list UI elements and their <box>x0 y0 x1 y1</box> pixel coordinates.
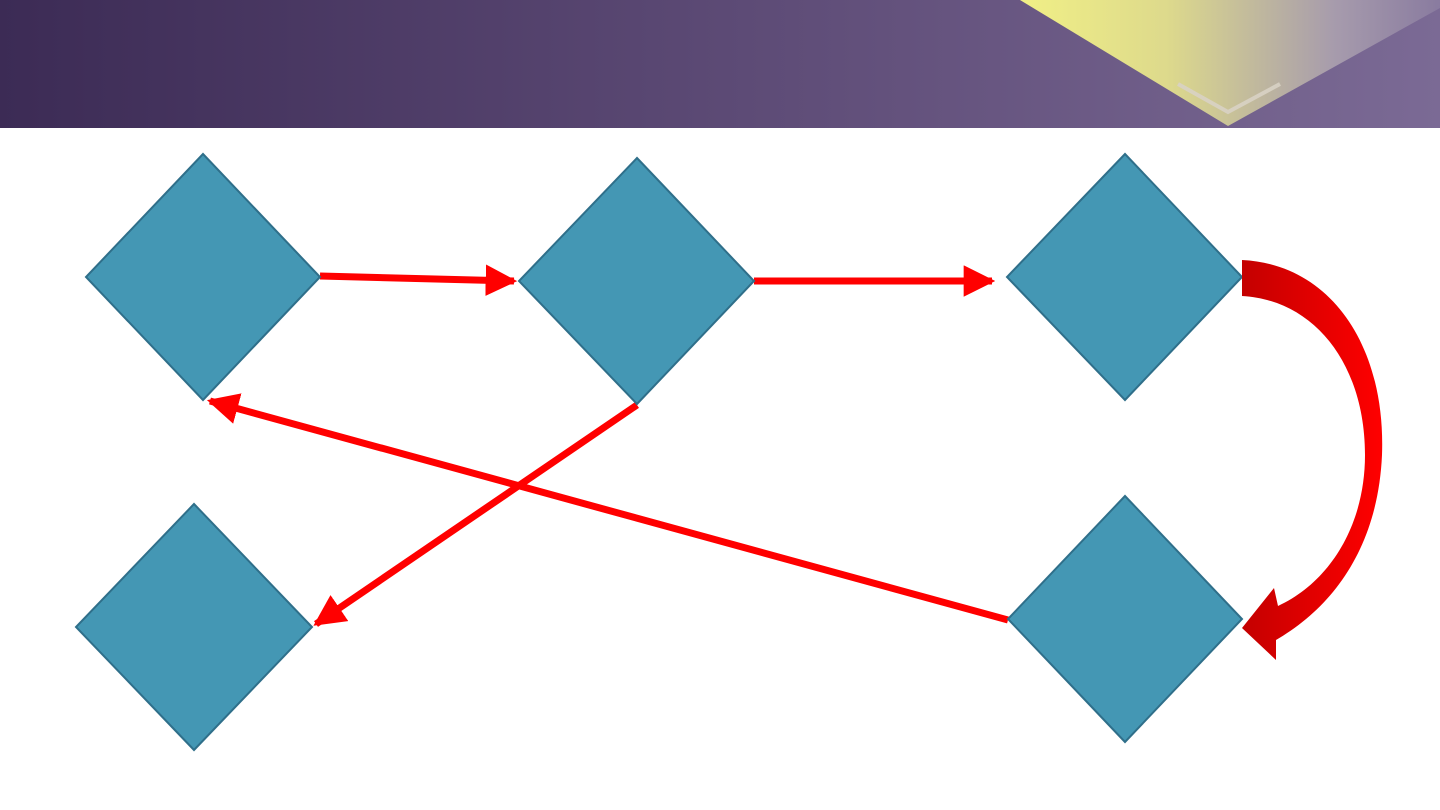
arrow-topmiddle-to-bottomleft <box>313 402 639 627</box>
diamond-node-top-right <box>1005 152 1244 402</box>
arrow-bottomright-to-topleft <box>206 393 1009 624</box>
header-accent-triangle <box>1020 0 1440 126</box>
diamond-node-top-middle <box>517 156 756 406</box>
diamond-node-bottom-right <box>1006 494 1244 744</box>
arrow-topleft-to-topmiddle <box>319 264 518 297</box>
diamond-node-top-left <box>84 152 322 402</box>
curved-arrow-topright-to-bottomright <box>1242 260 1383 660</box>
diamond-node-bottom-left <box>74 502 314 752</box>
header-chevron-icon <box>1177 82 1281 115</box>
header-band <box>0 0 1440 128</box>
